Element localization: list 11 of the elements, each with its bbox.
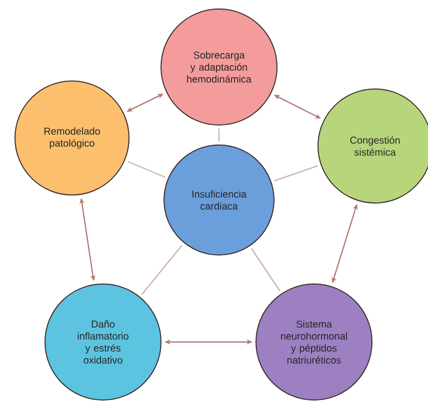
connector-line [218,128,220,142]
circle-node: Insuficiencia cardiaca [164,144,274,256]
circle-node: Sistema neurohormonal y péptidos natriuréticos [256,284,372,400]
connector-line [274,165,318,182]
circle-node: Sobrecarga y adaptación hemodinámica [160,8,278,126]
circle-node: Remodelado patológico [14,80,130,196]
circle-node: Congestión sistémica [318,88,428,204]
connector-line [141,244,182,295]
circle-node: Daño inflamatorio y estrés oxidativo [44,284,162,400]
connector-line [128,160,166,178]
connector-line [251,248,280,292]
